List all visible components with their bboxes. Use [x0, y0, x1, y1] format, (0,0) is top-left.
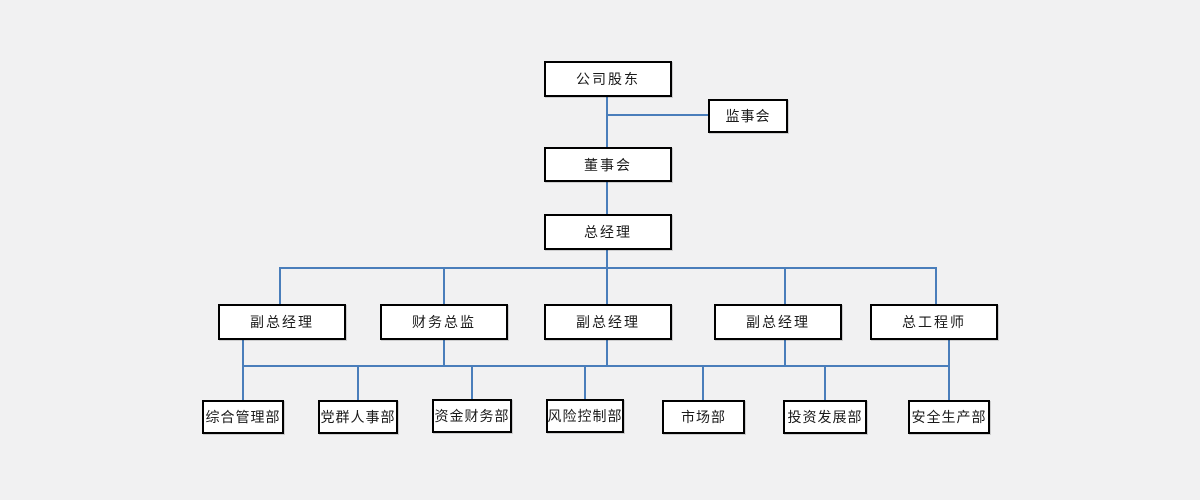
connector-top-drop-4: [784, 267, 786, 304]
connector-bottom-drop-3: [471, 366, 473, 400]
connector-bottom-drop-4: [584, 366, 586, 400]
connector-mid-drop-5: [948, 340, 950, 400]
connector-board-to-gm: [606, 182, 608, 214]
connector-bus-top: [279, 267, 937, 269]
node-board-of-directors: 董事会: [544, 147, 672, 182]
node-shareholders: 公司股东: [544, 61, 672, 97]
node-finance-director: 财务总监: [380, 304, 508, 340]
node-dept-funds-finance: 资金财务部: [432, 399, 512, 433]
node-deputy-gm-3: 副总经理: [714, 304, 842, 340]
connector-top-drop-1: [279, 267, 281, 304]
node-dept-general-management: 综合管理部: [202, 400, 284, 434]
node-dept-investment-development: 投资发展部: [783, 400, 867, 434]
node-supervisory-board: 监事会: [708, 99, 788, 133]
node-dept-party-personnel: 党群人事部: [318, 400, 398, 434]
node-dept-risk-control: 风险控制部: [546, 399, 624, 433]
node-deputy-gm-2: 副总经理: [544, 304, 672, 340]
connector-gm-to-bus: [606, 250, 608, 304]
node-chief-engineer: 总工程师: [870, 304, 998, 340]
node-dept-safety-production: 安全生产部: [908, 400, 990, 434]
connector-mid-drop-2: [443, 340, 445, 366]
connector-top-drop-2: [443, 267, 445, 304]
connector-branch-supervisory: [608, 114, 708, 116]
node-dept-marketing: 市场部: [662, 400, 745, 434]
connector-shareholders-to-board: [606, 97, 608, 148]
connector-bottom-drop-5: [702, 366, 704, 400]
node-general-manager: 总经理: [544, 214, 672, 250]
connector-mid-drop-4: [784, 340, 786, 366]
connector-top-drop-5: [935, 267, 937, 304]
node-deputy-gm-1: 副总经理: [218, 304, 346, 340]
connector-bottom-drop-2: [357, 366, 359, 400]
connector-mid-drop-3: [606, 340, 608, 366]
connector-mid-drop-1: [242, 340, 244, 400]
connector-bottom-drop-6: [824, 366, 826, 400]
connector-bus-bottom: [242, 365, 950, 367]
